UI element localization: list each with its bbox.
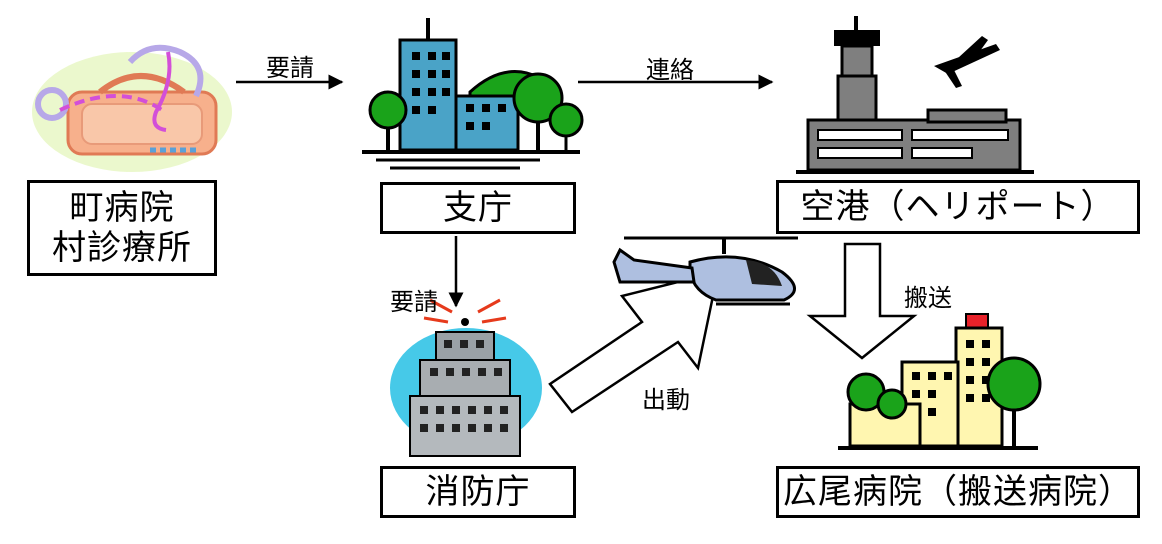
edge-label-request-1: 要請 (266, 54, 314, 82)
edge-label-request-2: 要請 (390, 288, 438, 316)
helicopter-icon (612, 236, 798, 306)
fire-department-building-alarm-icon (390, 298, 542, 457)
node-town-hospital-line1: 町病院 (69, 188, 175, 228)
arrow-transport (806, 242, 918, 360)
node-hiroo-hospital-label: 広尾病院（搬送病院） (783, 472, 1133, 512)
node-branch-office: 支庁 (380, 182, 576, 234)
node-hiroo-hospital: 広尾病院（搬送病院） (776, 466, 1140, 518)
office-building-trees-icon (362, 18, 584, 170)
node-airport: 空港（ヘリポート） (776, 180, 1140, 234)
medical-bag-stethoscope-icon (32, 44, 232, 172)
hospital-trees-icon (838, 313, 1042, 450)
edge-label-dispatch: 出動 (642, 386, 690, 414)
node-branch-office-label: 支庁 (443, 188, 513, 228)
node-fire-department: 消防庁 (380, 466, 576, 518)
node-airport-label: 空港（ヘリポート） (800, 187, 1116, 227)
node-town-hospital-line2: 村診療所 (52, 228, 192, 268)
edge-label-contact: 連絡 (646, 56, 694, 84)
arrow-dispatch (548, 270, 720, 414)
edge-label-transport: 搬送 (904, 284, 952, 312)
node-town-hospital: 町病院 村診療所 (27, 180, 217, 276)
airport-tower-airplane-icon (796, 16, 1034, 174)
node-fire-department-label: 消防庁 (425, 472, 531, 512)
